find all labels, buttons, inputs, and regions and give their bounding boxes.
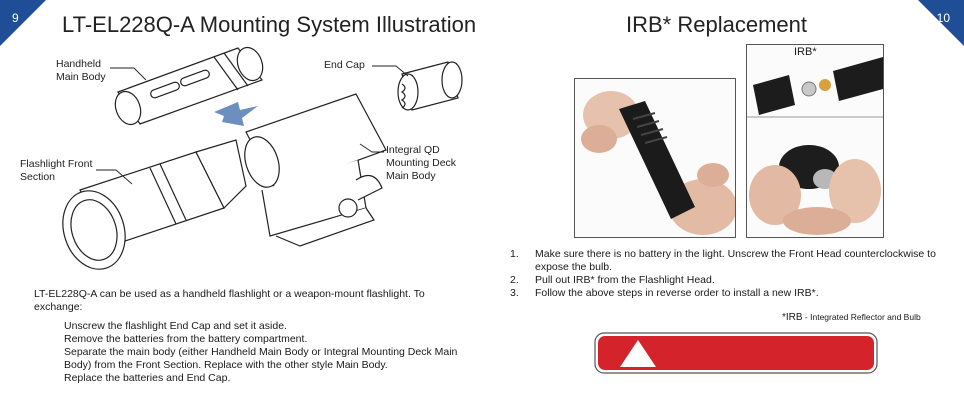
- instruction-number: 2.: [510, 274, 519, 286]
- right-page: 10 IRB* Replacement: [482, 0, 964, 400]
- warning-triangle-icon: [620, 340, 656, 367]
- photo-unscrew-head: [574, 78, 736, 238]
- exchange-step: Replace the batteries and End Cap.: [64, 372, 231, 384]
- page-corner-tab: [918, 0, 964, 46]
- photo-irb-removal: [746, 44, 884, 238]
- front-section-drawing: [62, 139, 247, 270]
- footnote-definition: - Integrated Reflector and Bulb: [802, 312, 921, 322]
- instruction-number: 3.: [510, 287, 519, 299]
- photo-label-irb: IRB*: [794, 46, 817, 58]
- footnote-term: *IRB: [782, 312, 803, 323]
- instruction-text: Make sure there is no battery in the lig…: [535, 248, 936, 273]
- callout-flashlight-front-section: Flashlight Front Section: [20, 158, 93, 183]
- page-number: 9: [12, 11, 19, 25]
- irb-instructions: 1. Make sure there is no battery in the …: [510, 248, 950, 300]
- page-corner-tab: [0, 0, 46, 46]
- end-cap-drawing: [397, 61, 463, 111]
- instruction-item: 2. Pull out IRB* from the Flashlight Hea…: [510, 274, 950, 287]
- warning-banner: [594, 332, 878, 374]
- exchange-arrow: [214, 102, 258, 126]
- exchange-step: Unscrew the flashlight End Cap and set i…: [64, 320, 287, 332]
- instruction-item: 1. Make sure there is no battery in the …: [510, 248, 950, 274]
- page-number: 10: [936, 11, 950, 25]
- callout-end-cap: End Cap: [324, 59, 365, 71]
- handheld-body-drawing: [114, 46, 264, 126]
- callout-integral-qd-mounting-deck: Integral QD Mounting Deck Main Body: [386, 144, 457, 182]
- mounting-deck-drawing: [244, 93, 387, 247]
- exchange-step: Separate the main body (either Handheld …: [64, 346, 458, 371]
- instruction-number: 1.: [510, 248, 519, 260]
- intro-text: LT-EL228Q-A can be used as a handheld fl…: [34, 288, 425, 313]
- exchange-step: Remove the batteries from the battery co…: [64, 333, 308, 345]
- callout-handheld-main-body: Handheld Main Body: [56, 58, 106, 83]
- footnote: *IRB - Integrated Reflector and Bulb: [782, 312, 921, 323]
- left-page: 9 LT-EL228Q-A Mounting System Illustrati…: [0, 0, 477, 385]
- instruction-text: Pull out IRB* from the Flashlight Head.: [535, 274, 715, 286]
- mounting-illustration: [62, 46, 463, 270]
- exchange-steps: Unscrew the flashlight End Cap and set i…: [64, 320, 474, 385]
- instruction-item: 3. Follow the above steps in reverse ord…: [510, 287, 950, 300]
- page-title: IRB* Replacement: [626, 12, 807, 37]
- page-title: LT-EL228Q-A Mounting System Illustration: [62, 12, 477, 37]
- instruction-text: Follow the above steps in reverse order …: [535, 287, 819, 299]
